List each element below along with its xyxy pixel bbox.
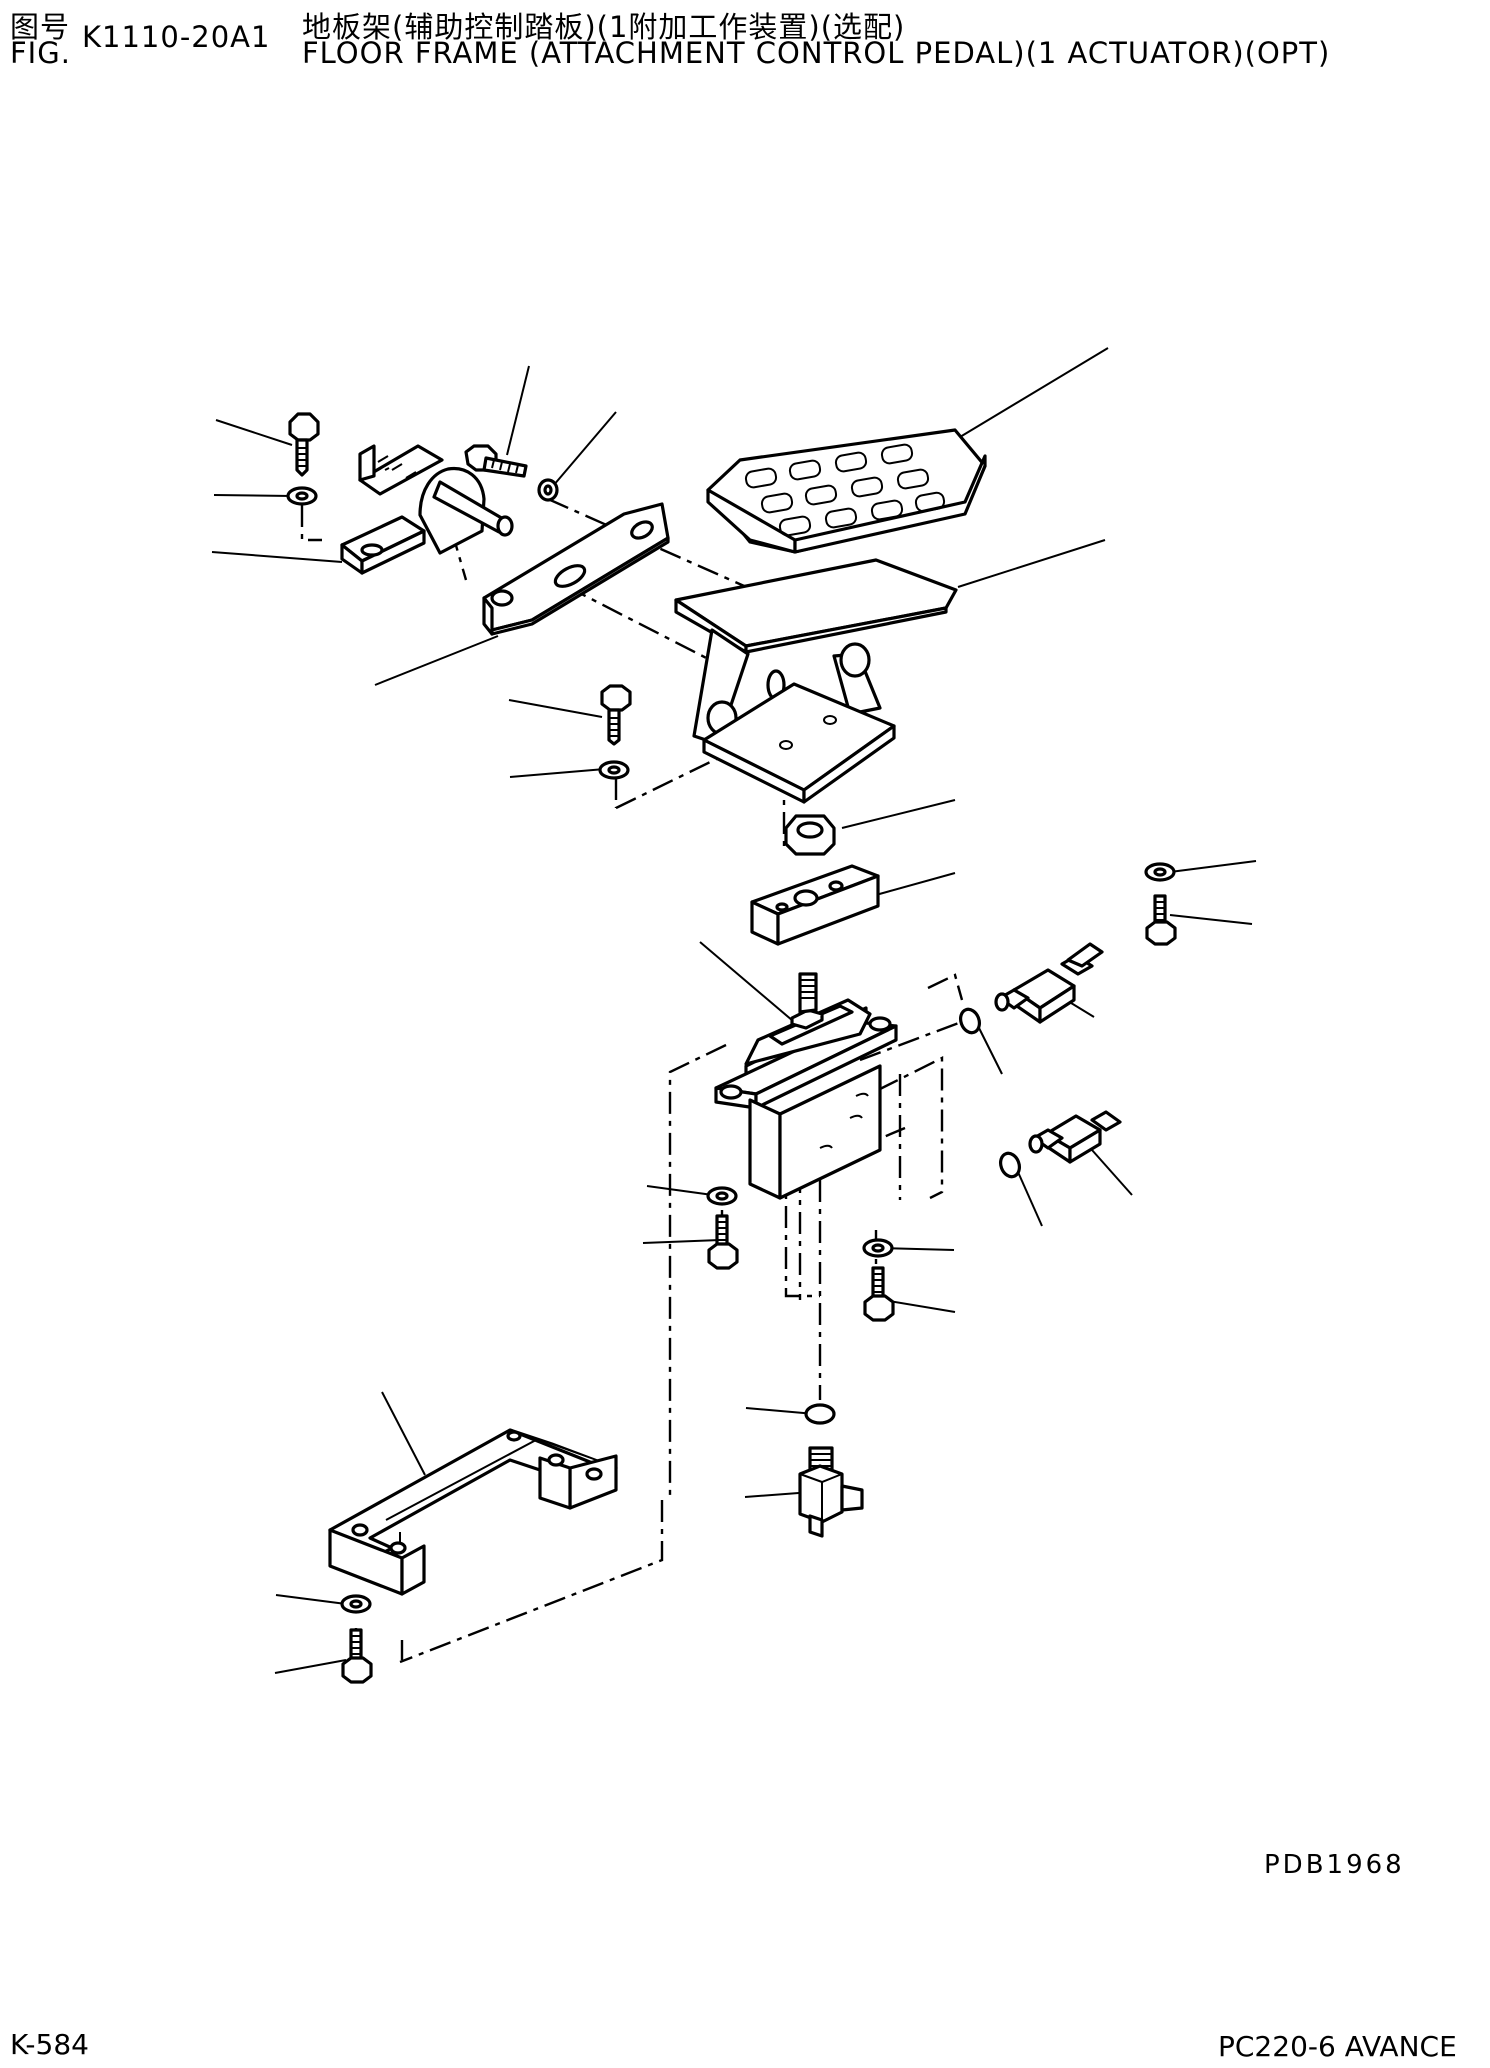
mounting-bracket-icon bbox=[328, 1428, 618, 1596]
bolt-icon bbox=[464, 444, 528, 478]
drawing-code: PDB1968 bbox=[1264, 1850, 1405, 1880]
washer-icon bbox=[706, 1186, 738, 1206]
o-ring-icon bbox=[998, 1151, 1022, 1179]
shaft-bracket-icon bbox=[340, 444, 514, 575]
washer-icon bbox=[1144, 862, 1176, 882]
bolt-icon bbox=[341, 1628, 373, 1684]
connector-icon bbox=[1028, 1110, 1122, 1164]
fig-number: K1110-20A1 bbox=[82, 20, 271, 54]
nut-icon bbox=[784, 814, 836, 856]
elbow-fitting-icon bbox=[798, 1446, 864, 1538]
pedal-icon bbox=[674, 558, 958, 804]
washer-icon bbox=[340, 1594, 372, 1614]
pedal-pad-icon bbox=[706, 428, 987, 554]
washer-icon bbox=[598, 760, 630, 780]
block-plate-icon bbox=[750, 864, 880, 946]
bracket-plate-icon bbox=[482, 502, 670, 636]
title-cn: 地板架(辅助控制踏板)(1附加工作装置)(选配) bbox=[302, 10, 906, 44]
washer-icon bbox=[286, 486, 318, 506]
bolt-icon bbox=[600, 684, 632, 746]
fig-label-cn: 图号 bbox=[10, 10, 71, 44]
washer-icon bbox=[537, 478, 559, 502]
bolt-icon bbox=[707, 1214, 739, 1270]
o-ring-icon bbox=[958, 1007, 982, 1035]
bolt-icon bbox=[288, 412, 320, 477]
bolt-icon bbox=[863, 1266, 895, 1322]
valve-body-icon bbox=[714, 972, 898, 1200]
fig-label-en: FIG. bbox=[10, 36, 71, 70]
connector-icon bbox=[994, 942, 1104, 1024]
bolt-icon bbox=[1145, 894, 1177, 946]
page-number: K-584 bbox=[10, 2028, 89, 2061]
washer-icon bbox=[862, 1238, 894, 1258]
leader-lines bbox=[211, 347, 1257, 1674]
o-ring-icon bbox=[804, 1403, 836, 1425]
model-name: PC220-6 AVANCE bbox=[1218, 2030, 1457, 2063]
title-en: FLOOR FRAME (ATTACHMENT CONTROL PEDAL)(1… bbox=[302, 36, 1331, 70]
